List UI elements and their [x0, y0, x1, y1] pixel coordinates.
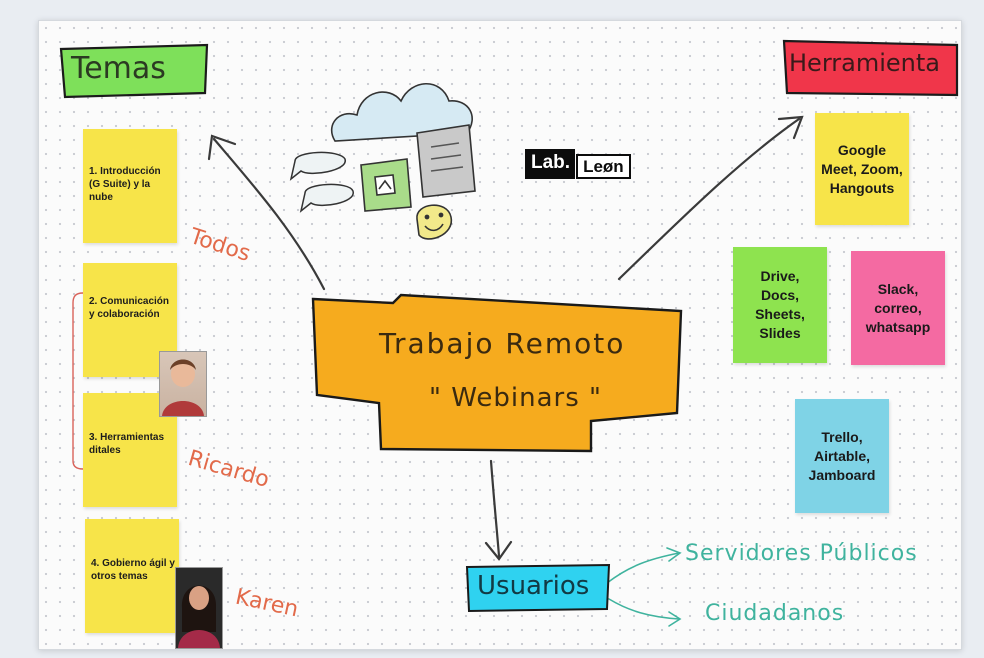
whiteboard-canvas: Temas Herramienta [38, 20, 962, 650]
branch-servidores [606, 552, 680, 584]
usuarios-box [465, 563, 611, 613]
tool-slack-text: Slack, correo, whatsapp [865, 280, 931, 335]
lab-leon-logo: Lab. Leøn [525, 145, 631, 179]
connector-arrows [72, 115, 804, 627]
logo-lab: Lab. [525, 149, 576, 179]
usuarios-title: Usuarios [477, 571, 590, 601]
cloud-icon [330, 83, 473, 142]
central-subtitle: " Webinars " [429, 383, 603, 413]
speaker-photo-ricardo [159, 351, 207, 417]
branch-ciudadanos [608, 598, 680, 620]
branch-ciudadanos: Ciudadanos [705, 601, 845, 626]
arrow-to-temas-head [207, 134, 237, 161]
portrait-photo [162, 359, 204, 416]
topic-sticky-1[interactable]: 1. Introducción (G Suite) y la nube [83, 129, 177, 243]
temas-box [59, 43, 209, 99]
tool-sticky-drive[interactable]: Drive, Docs, Sheets, Slides [733, 247, 827, 363]
herramientas-header: Herramienta [781, 35, 959, 99]
arrow-to-herramientas-head [777, 115, 804, 140]
arrow-to-herramientas [617, 117, 801, 281]
arrow-to-temas [212, 137, 326, 291]
logo-leon: Leøn [576, 154, 631, 179]
arrow-to-usuarios-head [484, 540, 513, 561]
topic-4-text: 4. Gobierno ágil y otros temas [91, 558, 175, 582]
central-title: Trabajo Remoto [379, 327, 626, 360]
tool-trello-text: Trello, Airtable, Jamboard [808, 428, 876, 483]
central-node-shape [311, 293, 683, 453]
temas-title: Temas [71, 51, 166, 86]
topic-sticky-4[interactable]: 4. Gobierno ágil y otros temas [85, 519, 179, 633]
branch-servidores-publicos: Servidores Públicos [685, 541, 918, 566]
herramientas-title: Herramienta [789, 49, 940, 77]
smiley-icon [416, 204, 452, 240]
herramientas-box [782, 39, 959, 97]
document-icon [416, 124, 476, 198]
central-node[interactable]: Trabajo Remoto " Webinars " [309, 291, 689, 461]
arrow-to-usuarios [489, 459, 501, 558]
speaker-photo-karen [175, 567, 223, 649]
tool-drive-text: Drive, Docs, Sheets, Slides [755, 268, 805, 341]
topic-2-text: 2. Comunicación y colaboración [89, 296, 170, 320]
topic-1-text: 1. Introducción (G Suite) y la nube [89, 166, 161, 203]
chat-bubbles-icon [289, 151, 354, 213]
tool-sticky-video[interactable]: Google Meet, Zoom, Hangouts [815, 113, 909, 225]
tool-sticky-trello[interactable]: Trello, Airtable, Jamboard [795, 399, 889, 513]
tool-video-text: Google Meet, Zoom, Hangouts [821, 141, 903, 196]
topic-3-text: 3. Herramientas ditales [89, 432, 165, 456]
branch-servidores-head [666, 547, 682, 562]
cloud-illustration [289, 83, 476, 240]
tool-sticky-slack[interactable]: Slack, correo, whatsapp [851, 251, 945, 365]
portrait-photo [178, 585, 220, 648]
branch-ciudadanos-head [668, 611, 682, 627]
temas-header: Temas [57, 41, 209, 99]
image-icon [360, 158, 412, 212]
bracket [72, 292, 84, 470]
usuarios-node[interactable]: Usuarios [463, 561, 613, 615]
